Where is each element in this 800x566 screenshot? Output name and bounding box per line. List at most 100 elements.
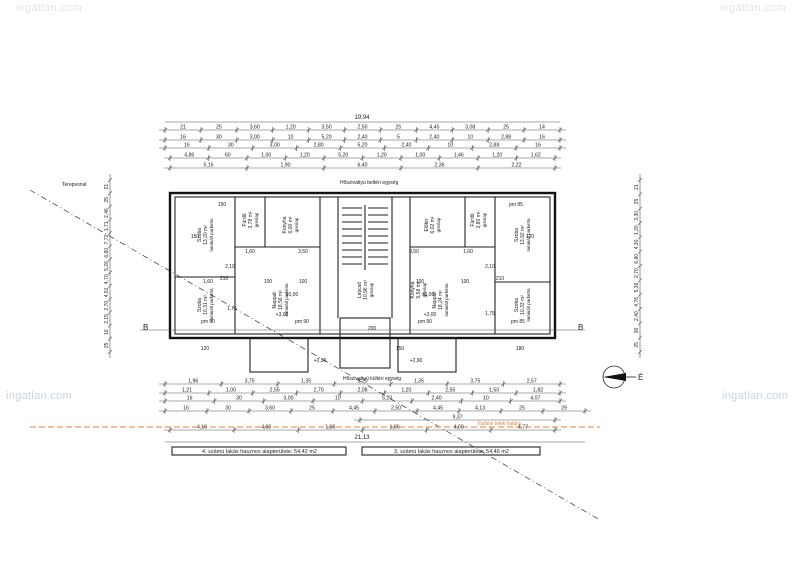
unit-4-area: 4. számú lakás hasznos alapterülete: 54,… [202,449,317,455]
dim-right: 25 [634,199,640,205]
dim-top-row3: 2,80 [314,143,324,149]
room-name: Fürdő [242,213,248,226]
inner-dim: 150 [191,234,200,240]
dim-top-row2: 3,00 [250,135,260,141]
inner-dim: +2,90 [314,358,327,364]
dim-top-row4: 1,00 [261,153,271,159]
inner-dim: 200 [368,326,377,332]
dim-top-row3: 5,20 [357,143,367,149]
dim-bottom-row1: 2,57 [527,379,537,385]
terrain-label: Terepvonal [62,182,86,188]
dim-top-row2: 2,40 [357,135,367,141]
dim-bottom-row1: 1,96 [188,379,198,385]
room-floor: laminált parketta [209,218,214,252]
dim-left: 2,46 [104,208,110,218]
dim-bottom-row2: 1,00 [226,388,236,394]
dim-top-row1: 4,45 [429,125,439,131]
dim-bottom-row1: 3,20 [357,379,367,385]
dim-right: 1,20 [634,225,640,235]
dim-left: 25 [104,342,110,348]
inner-dim: 1,75 [227,306,237,312]
inner-dim: +2,90 [410,358,423,364]
room-floor: greslap [254,212,259,227]
dim-left: 21 [104,184,110,190]
dimension-chain-left: 21252,461,717,726,805,264,704,512,702,15… [104,174,113,358]
dim-left: 7,72 [104,234,110,244]
inner-dim: 120 [526,234,535,240]
dim-top-row4: 1,20 [377,153,387,159]
room-name: Nappali [432,292,438,309]
dim-top-row3: 3,00 [270,143,280,149]
dim-top-row1: 25 [503,125,509,131]
room-name: Szoba [514,298,520,312]
dim-top-row4: 60 [225,153,231,159]
inner-dim: 100 [416,279,425,285]
inner-dim: 2,10 [485,264,495,270]
hv-outdoor-label: Hőszivattyú kültéri egység [343,376,401,382]
dim-top-row1: 21 [180,125,186,131]
dim-total-top: 19,94 [354,115,370,121]
dim-top-row1: 3,60 [250,125,260,131]
dim-bottom-row4: 4,45 [433,406,443,412]
dim-top-row4: 5,20 [338,153,348,159]
watermark-right: ingatlan.com [722,390,788,402]
dim-top-row5: 1,90 [280,163,290,169]
dim-bottom-row2: 1,20 [401,388,411,394]
dim-bottom-row6: 9,37 [452,415,462,421]
room-name: Szoba [197,228,203,242]
room-area: 18,24 m² [438,290,444,310]
dim-bottom-row2: 1,82 [533,388,543,394]
inner-dim: 1,60 [463,249,473,255]
dim-top-row5: 6,40 [357,163,367,169]
dim-top-row1: 14 [539,125,545,131]
watermark-top-left: ingatlan.com [16,2,82,14]
dim-bottom-row4: 4,13 [475,406,485,412]
inner-dim: pm 85 [511,319,525,325]
staircase [342,205,388,270]
dim-left: 16 [104,329,110,335]
dim-right: 21 [634,184,640,190]
dim-right: 2,70 [634,268,640,278]
inner-dim: pm 85 [509,202,523,208]
dim-bottom-row2: 2,55 [270,388,280,394]
inner-dim: 150 [396,346,405,352]
dim-bottom-row4: 25 [519,406,525,412]
room-floor: laminált parketta [526,218,531,252]
dim-top-row3: 30 [228,143,234,149]
inner-dim: 210 [220,276,229,282]
dim-left: 5,26 [104,261,110,271]
dim-bottom-row3: 16 [187,396,193,402]
inner-dim: 120 [201,346,210,352]
dim-top-row1: 25 [396,125,402,131]
dim-top-row3: 10 [447,143,453,149]
dim-top-row2: 16 [539,135,545,141]
dim-top-row2: 10 [467,135,473,141]
room-name: Nappali [272,292,278,309]
dim-top-row1: 3,50 [322,125,332,131]
dim-top-row2: 10 [288,135,294,141]
dim-total-bottom: 21,13 [354,435,370,441]
dim-bottom-row5: 4,00 [261,425,271,431]
watermark-top-right: ingatlan.com [720,2,786,14]
room-floor: greslap [422,282,427,297]
inner-dim: 100 [461,279,470,285]
room-area: 10,33 m² [520,295,526,315]
dim-bottom-row1: 3,75 [245,379,255,385]
dim-right: 4,76 [634,297,640,307]
room-name: Szoba [197,298,203,312]
dim-left: 25 [104,197,110,203]
room-area: 13,92 m² [520,225,526,245]
room-name: Fürdő [470,213,476,226]
inner-dim: ±0,00 [286,292,299,298]
room-floor: laminált parketta [284,283,289,317]
dim-bottom-row5: 4,77 [518,425,528,431]
dim-bottom-row3: 10 [335,396,341,402]
dim-left: 1,71 [104,221,110,231]
dim-bottom-row5: 1,06 [390,425,400,431]
inner-dim: pm 90 [295,319,309,325]
room-name: Lépcső [357,282,363,298]
inner-dim: +3,00 [276,312,289,318]
dim-bottom-row4: 2,50 [391,406,401,412]
